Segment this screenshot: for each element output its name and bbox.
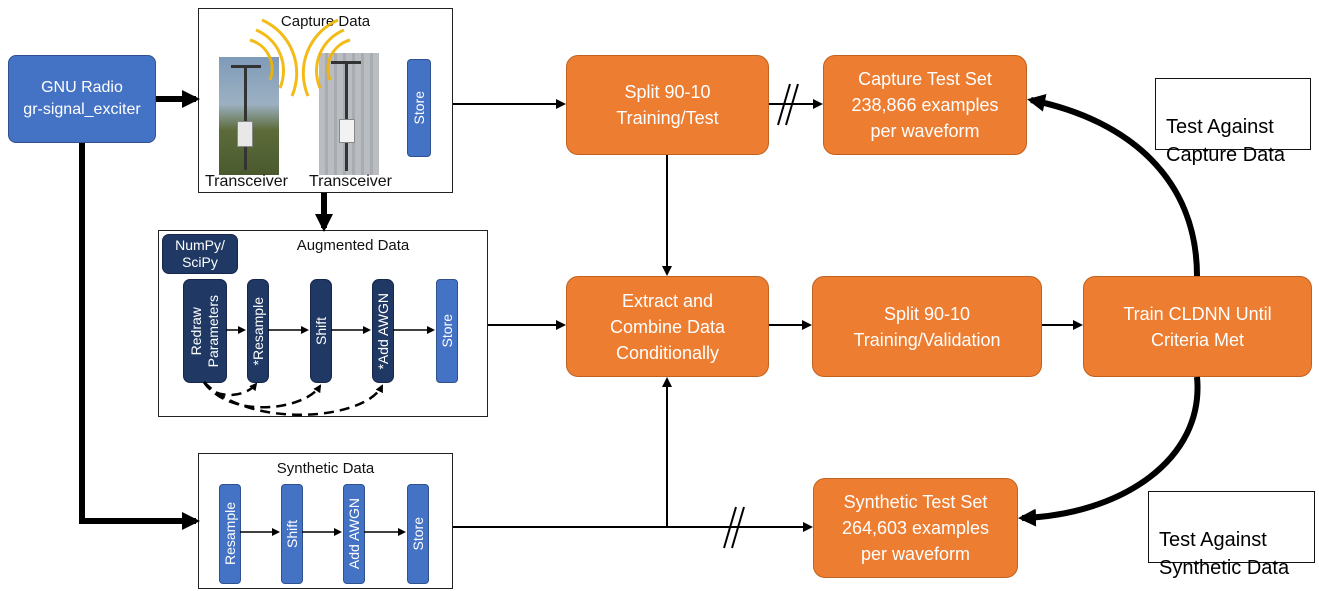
arrow-gnu-to-synthetic [79, 143, 200, 530]
split-training-test-label: Split 90-10 Training/Test [616, 82, 719, 128]
arrow-train-to-capture-test [1027, 93, 1200, 277]
gnu-radio-label: GNU Radio gr-signal_exciter [23, 79, 141, 118]
augmented-data-panel: Augmented Data NumPy/ SciPy Redraw Param… [158, 230, 488, 417]
synthetic-test-set-node: Synthetic Test Set 264,603 examples per … [813, 478, 1018, 578]
augmented-step-store: Store [436, 279, 458, 383]
synthetic-step-shift: Shift [281, 484, 303, 584]
numpy-scipy-badge: NumPy/ SciPy [162, 234, 238, 274]
test-against-capture-label: Test Against Capture Data [1166, 116, 1285, 166]
break-mark-capture-2 [785, 83, 799, 126]
split-training-validation-node: Split 90-10 Training/Validation [812, 276, 1042, 377]
augmented-step-redraw: Redraw Parameters [183, 279, 227, 383]
radio-waves-left [249, 18, 299, 97]
augmented-step-shift: Shift [310, 279, 332, 383]
test-against-synthetic-note: Test Against Synthetic Data [1148, 491, 1315, 579]
train-cldnn-label: Train CLDNN Until Criteria Met [1123, 303, 1272, 350]
capture-store-step: Store [407, 59, 431, 157]
transceiver-caption-left: Transceiver [205, 173, 288, 190]
transceiver-photo-left [219, 57, 279, 175]
split-training-validation-label: Split 90-10 Training/Validation [853, 303, 1001, 350]
numpy-scipy-label: NumPy/ SciPy [175, 237, 225, 270]
test-against-capture-note: Test Against Capture Data [1155, 78, 1311, 166]
synthetic-step-resample: Resample [219, 484, 241, 584]
augmented-data-title: Augmented Data [296, 237, 410, 254]
break-mark-synthetic-2 [731, 506, 745, 549]
synthetic-data-panel: Synthetic Data Resample Shift Add AWGN S… [198, 453, 453, 589]
synthetic-step-awgn: Add AWGN [343, 484, 365, 584]
capture-data-title: Capture Data [280, 13, 371, 30]
arrow-train-to-synthetic-test [1018, 376, 1201, 527]
gnu-radio-node: GNU Radio gr-signal_exciter [8, 55, 156, 143]
synthetic-step-store: Store [407, 484, 429, 584]
augmented-step-awgn: *Add AWGN [372, 279, 394, 383]
extract-combine-label: Extract and Combine Data Conditionally [609, 290, 726, 363]
capture-data-panel: Capture Data Transceiver Transceiver Sto… [198, 8, 453, 193]
radio-waves-right [301, 18, 351, 97]
test-against-synthetic-label: Test Against Synthetic Data [1159, 529, 1290, 579]
extract-combine-node: Extract and Combine Data Conditionally [566, 276, 769, 377]
augmented-step-resample: *Resample [247, 279, 269, 383]
synthetic-test-set-label: Synthetic Test Set 264,603 examples per … [841, 492, 990, 564]
capture-test-set-label: Capture Test Set 238,866 examples per wa… [851, 69, 999, 141]
synthetic-data-title: Synthetic Data [276, 460, 375, 477]
capture-test-set-node: Capture Test Set 238,866 examples per wa… [823, 55, 1027, 155]
break-mark-capture-1 [777, 83, 791, 126]
augmented-dashed-arrows [202, 381, 384, 417]
train-cldnn-node: Train CLDNN Until Criteria Met [1083, 276, 1312, 377]
break-mark-synthetic-1 [723, 506, 737, 549]
transceiver-photo-right [319, 53, 379, 175]
transceiver-caption-right: Transceiver [309, 173, 392, 190]
split-training-test-node: Split 90-10 Training/Test [566, 55, 769, 155]
